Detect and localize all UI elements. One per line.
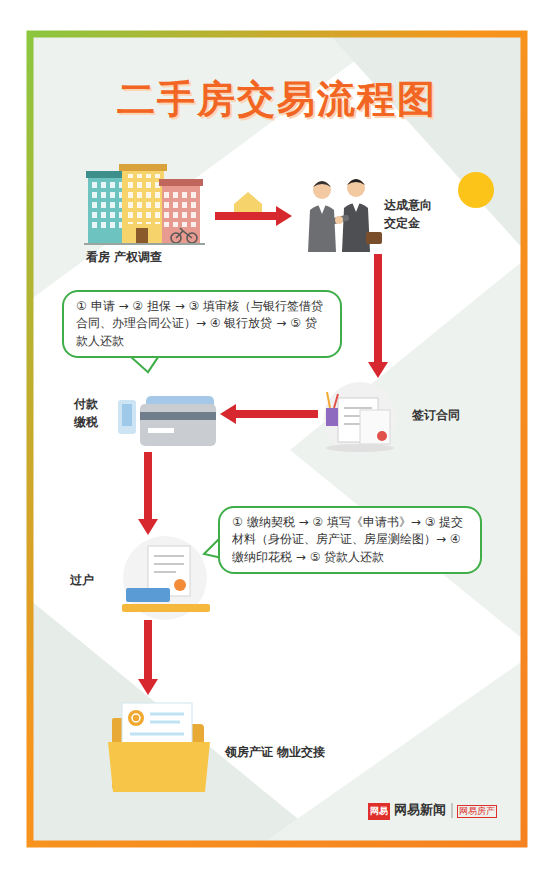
handshake-illustration: [313, 181, 331, 187]
transfer-illustration: [154, 555, 184, 557]
contract-illustration: [377, 431, 387, 441]
watermark: 网易房产: [457, 805, 497, 818]
buildings-illustration: [84, 243, 205, 245]
handshake-illustration: [308, 179, 382, 252]
house-icon: [234, 192, 262, 212]
certificate-folder-illustration: [130, 733, 184, 736]
handshake-illustration: [347, 179, 365, 197]
logo-mark: [452, 803, 453, 818]
watermark: 网易新闻: [394, 802, 446, 818]
contract-illustration: [324, 382, 396, 454]
buildings-illustration: [122, 170, 164, 243]
buildings-illustration: [86, 171, 128, 178]
buildings-illustration: [162, 185, 200, 243]
logo-mark: [452, 803, 453, 818]
handshake-illustration: [352, 202, 360, 212]
callout-text: ① 缴纳契税 → ② 填写《申请书》→ ③ 提交材料（身份证、房产证、房屋测绘图…: [232, 514, 468, 566]
logo-mark: 网易: [368, 803, 390, 820]
background-triangles: [30, 35, 524, 845]
step-label: 领房产证 物业交接: [225, 743, 325, 761]
frame: [30, 34, 524, 844]
contract-illustration: [327, 392, 330, 408]
transfer-illustration: [154, 563, 184, 565]
step-node: 看房 产权调查: [80, 160, 215, 272]
step-label: 签订合同: [412, 406, 460, 424]
step-node: 付款 缴税: [70, 392, 220, 452]
house-icon: [234, 192, 262, 212]
handshake-illustration: [342, 203, 370, 252]
background-triangles: [30, 35, 390, 300]
contract-illustration: [360, 410, 390, 444]
step-label: 达成意向 交定金: [384, 196, 436, 232]
background-triangles: [30, 600, 330, 845]
contract-illustration: [324, 382, 396, 454]
payment-cards-illustration: [118, 396, 216, 446]
flow-arrow: [215, 212, 276, 220]
certificate-folder-illustration: [150, 721, 180, 724]
step-node: 领房产证 物业交接: [105, 695, 357, 795]
certificate-folder-illustration: [150, 713, 184, 716]
transfer-illustration: [126, 588, 170, 602]
callout-bubble: ① 缴纳契税 → ② 填写《申请书》→ ③ 提交材料（身份证、房产证、房屋测绘图…: [218, 506, 482, 574]
certificate-folder-illustration: [128, 710, 144, 726]
buildings-illustration: [84, 164, 205, 244]
certificate-folder-illustration: [108, 742, 210, 792]
flow-arrow: [144, 620, 152, 679]
handshake-illustration: [313, 181, 331, 199]
certificate-folder-illustration: [132, 714, 140, 722]
flow-arrow: [144, 452, 152, 519]
step-label: 过户: [70, 571, 94, 589]
contract-illustration: [326, 444, 394, 452]
handshake-illustration: [347, 179, 365, 185]
step-node: 达成意向 交定金: [292, 172, 458, 254]
contract-illustration: [326, 408, 338, 426]
payment-cards-illustration: [118, 400, 136, 434]
callout-text: ① 申请 → ② 担保 → ③ 填审核（与银行签借贷合同、办理合同公证）→ ④ …: [76, 298, 328, 350]
step-node: 过户: [66, 535, 216, 620]
payment-cards-illustration: [140, 412, 216, 420]
transfer-illustration: [174, 579, 186, 591]
payment-cards-illustration: [122, 404, 132, 426]
flow-arrow: [374, 254, 382, 362]
transfer-illustration: [122, 604, 210, 612]
contract-illustration: [344, 407, 372, 409]
buildings-illustration: [159, 179, 203, 186]
handshake-illustration: [335, 216, 343, 224]
transfer-illustration: [122, 536, 210, 620]
handshake-illustration: [318, 204, 326, 214]
buildings-illustration: [119, 164, 167, 171]
step-node: 签订合同: [318, 378, 480, 458]
buildings-illustration: [164, 189, 198, 227]
sun-circle: [458, 172, 494, 208]
step-label: 看房 产权调查: [86, 248, 162, 266]
sun-circle: [458, 172, 494, 208]
payment-cards-illustration: [148, 428, 174, 433]
title: 二手房交易流程图: [0, 74, 554, 125]
buildings-illustration: [88, 180, 126, 228]
buildings-illustration: [88, 177, 126, 243]
certificate-folder-illustration: [108, 703, 210, 792]
buildings-illustration: [136, 228, 148, 243]
transfer-illustration: [154, 571, 176, 573]
payment-cards-illustration: [140, 404, 216, 446]
step-label: 付款 缴税: [74, 395, 102, 431]
callout-bubble: ① 申请 → ② 担保 → ③ 填审核（与银行签借贷合同、办理合同公证）→ ④ …: [62, 290, 342, 358]
handshake-illustration: [366, 232, 382, 244]
buildings-illustration: [124, 174, 162, 224]
handshake-illustration: [308, 205, 336, 252]
buildings-illustration: [176, 228, 192, 238]
flow-arrow: [236, 410, 318, 418]
contract-illustration: [334, 394, 338, 408]
